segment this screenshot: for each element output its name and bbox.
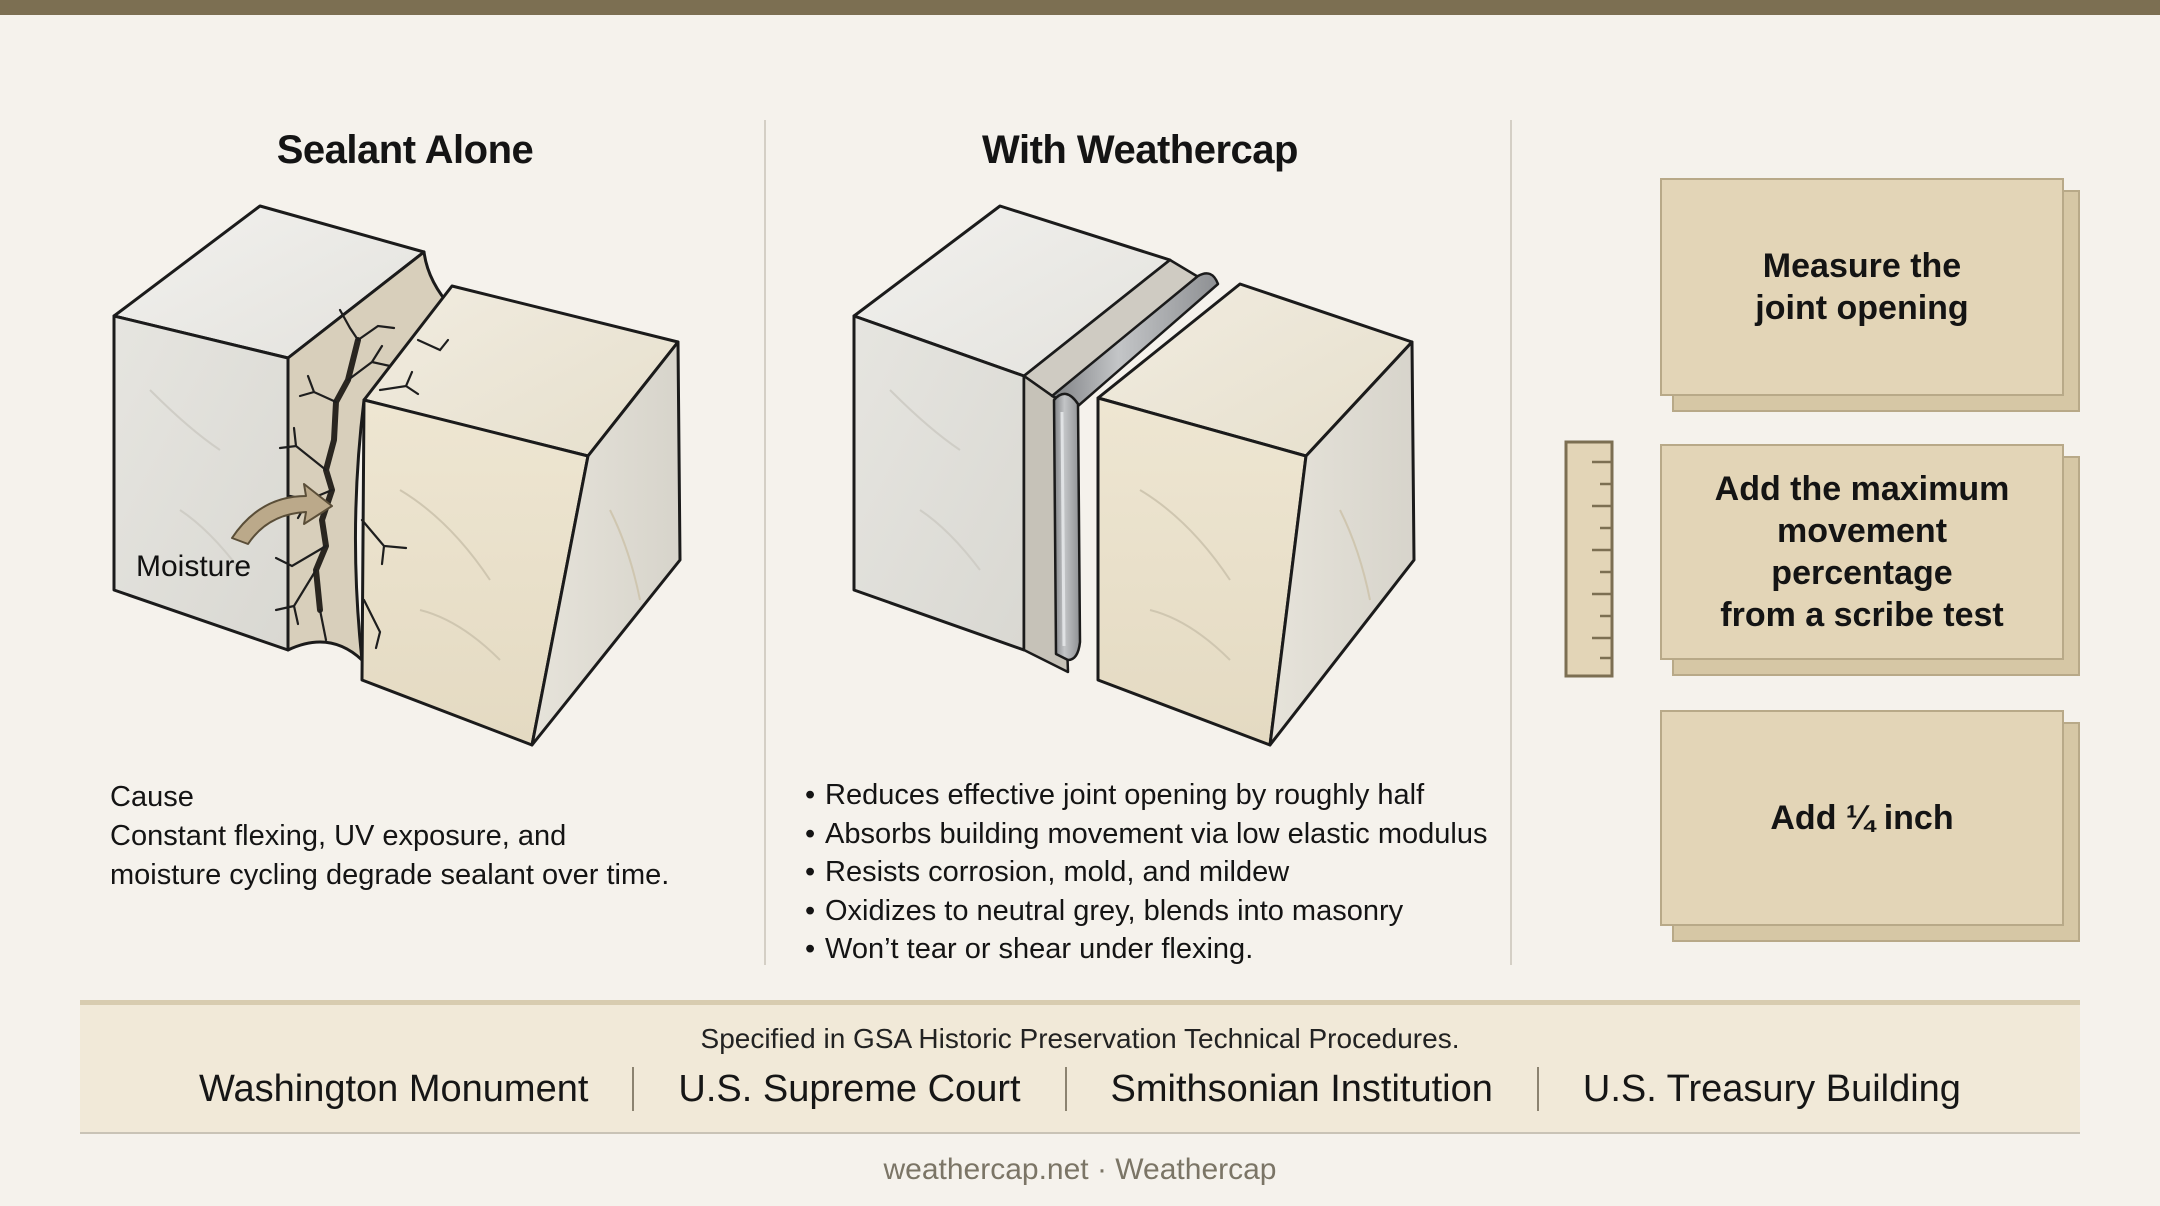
weathercap-strip-front: [1052, 392, 1082, 662]
left-stone-front: [112, 314, 290, 652]
step-text-line: joint opening: [1755, 289, 1969, 327]
landmark-separator: [1536, 1067, 1539, 1111]
landmark-item: Washington Monument: [199, 1067, 589, 1110]
weathercap-strip-top: [1050, 272, 1220, 408]
landmark-separator: [1064, 1067, 1067, 1111]
cracked-joint-illustration: Moisture: [112, 204, 682, 747]
site-credit[interactable]: weathercap.net · Weathercap: [883, 1153, 1277, 1186]
cause-heading: Cause: [110, 781, 194, 813]
step-text-line: Add ¼ inch: [1770, 799, 1954, 837]
landmark-item: Smithsonian Institution: [1110, 1067, 1493, 1110]
benefit-item: Oxidizes to neutral grey, blends into ma…: [805, 892, 1505, 931]
step-text-line: Measure the: [1762, 247, 1962, 285]
step-add-movement: Add the maximum movement percentage from…: [1660, 444, 2064, 660]
moisture-label: Moisture: [136, 550, 251, 583]
with-weathercap-title: With Weathercap: [982, 128, 1298, 172]
right-stone-side: [1268, 340, 1416, 747]
step-text-line: from a scribe test: [1720, 596, 2004, 634]
specification-footer: Specified in GSA Historic Preservation T…: [80, 1000, 2080, 1134]
benefit-item: Reduces effective joint opening by rough…: [805, 776, 1505, 815]
spec-note: Specified in GSA Historic Preservation T…: [700, 1023, 1460, 1054]
right-stone-side: [530, 340, 682, 747]
landmark-list: Washington Monument U.S. Supreme Court S…: [80, 1067, 2080, 1111]
benefit-item: Won’t tear or shear under flexing.: [805, 930, 1505, 969]
moisture-arrow: [231, 483, 333, 545]
divider-right: [1510, 120, 1512, 965]
cause-text-line1: Constant flexing, UV exposure, and: [110, 820, 567, 852]
divider-left: [764, 120, 766, 965]
top-accent-bar: [0, 0, 2160, 15]
step-measure-joint: Measure the joint opening: [1660, 178, 2064, 396]
landmark-item: U.S. Treasury Building: [1582, 1067, 1961, 1110]
step-add-quarter-inch: Add ¼ inch: [1660, 710, 2064, 926]
landmark-item: U.S. Supreme Court: [678, 1067, 1021, 1110]
left-stone-front: [852, 314, 1026, 652]
benefit-item: Resists corrosion, mold, and mildew: [805, 853, 1505, 892]
landmark-separator: [632, 1067, 635, 1111]
sealant-alone-title: Sealant Alone: [276, 128, 534, 172]
degraded-sealant: [286, 250, 454, 662]
cause-description: Cause Constant flexing, UV exposure, and…: [110, 778, 730, 895]
benefit-item: Absorbs building movement via low elasti…: [805, 815, 1505, 854]
step-text-line: Add the maximum: [1714, 470, 2010, 508]
weathercap-joint-illustration: [852, 204, 1416, 747]
cause-text-line2: moisture cycling degrade sealant over ti…: [110, 859, 670, 891]
crack: [313, 337, 361, 613]
right-stone-front: [1096, 396, 1308, 747]
weathercap-benefits-list: Reduces effective joint opening by rough…: [805, 776, 1505, 969]
step-text-line: movement percentage: [1771, 512, 1953, 592]
ruler-icon: [1564, 440, 1614, 678]
